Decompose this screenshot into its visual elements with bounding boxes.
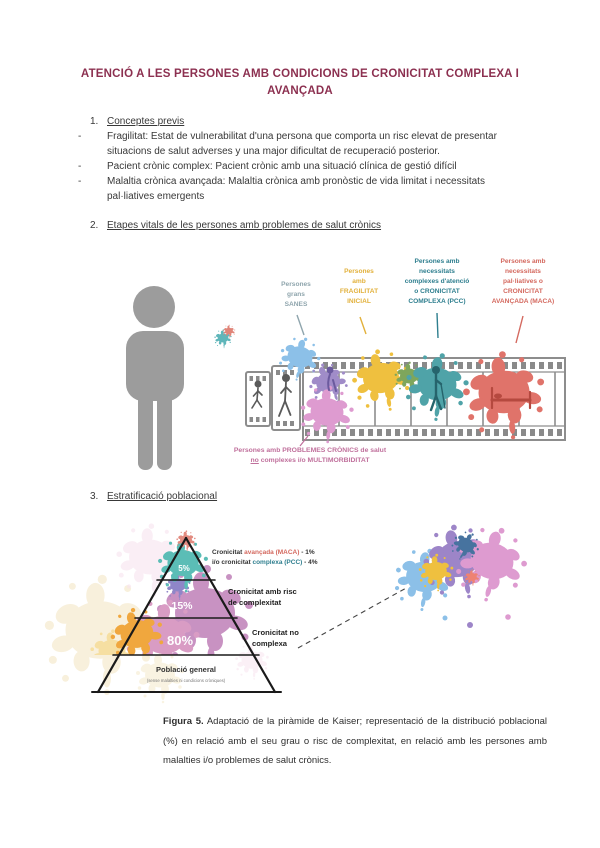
- figure-caption: Figura 5. Adaptació de la piràmide de Ka…: [163, 712, 547, 771]
- bullet-marker: -: [78, 131, 82, 142]
- bullet-marker: -: [78, 176, 82, 187]
- base-sublabel: (sense malalties ni condicions cròniques…: [147, 678, 226, 683]
- bullet-fragilitat: - Fragilitat: Estat de vulnerabilitat d'…: [72, 129, 600, 159]
- bullet-text: Fragilitat: Estat de vulnerabilitat d'un…: [107, 131, 497, 157]
- pyramid-top-label: Cronicitat avançada (MACA) - 1% i/o cron…: [212, 549, 318, 566]
- page-title: ATENCIÓ A LES PERSONES AMB CONDICIONS DE…: [0, 66, 600, 100]
- bullet-pacient-cronic: - Pacient crònic complex: Pacient crònic…: [72, 159, 600, 174]
- stages-figure: Persones grans SANES Persones amb FRAGIL…: [0, 250, 600, 485]
- pyramid-figure: 5% 15% 80% Població general (sense malal…: [0, 505, 600, 705]
- list-item-3: 3. Estratificació poblacional: [90, 489, 600, 504]
- section-heading-estratificacio: Estratificació poblacional: [107, 491, 218, 502]
- pyramid-noncomplex-label: Cronicitat no complexa: [252, 628, 299, 648]
- walking-adult-icon: [278, 374, 292, 417]
- cluster-drip-blue: [442, 615, 448, 621]
- list-item-2: 2. Etapes vitals de les persones amb pro…: [90, 218, 600, 233]
- base-label: Població general: [156, 665, 216, 674]
- figure-caption-text: Adaptació de la piràmide de Kaiser; repr…: [163, 716, 547, 766]
- pointer-line-fragilitat: [359, 316, 367, 335]
- concepts-list: 1. Conceptes previs - Fragilitat: Estat …: [0, 114, 600, 233]
- bullet-text: Pacient crònic complex: Pacient crònic a…: [107, 161, 457, 172]
- pointer-line-sanes: [296, 314, 305, 336]
- stage-label-pcc: Persones amb necessitats complexes d'ate…: [404, 258, 470, 305]
- person-with-cane-icon: [429, 366, 446, 412]
- section-heading-etapes: Etapes vitals de les persones amb proble…: [107, 220, 382, 231]
- pct-base: 80%: [167, 633, 193, 648]
- patient-bed-icon: [490, 386, 532, 410]
- page-title-line1: ATENCIÓ A LES PERSONES AMB CONDICIONS DE…: [80, 68, 520, 80]
- stage-label-maca: Persones amb necessitats pal·liatives o …: [491, 258, 555, 305]
- list-item-1: 1. Conceptes previs: [90, 114, 600, 129]
- section-heading-conceptes: Conceptes previs: [107, 116, 185, 127]
- pyramid-illustration: 5% 15% 80% Població general (sense malal…: [44, 518, 535, 704]
- cluster-drip-pink: [505, 614, 511, 620]
- pointer-line-pcc: [436, 312, 439, 339]
- cluster-drip-purple: [467, 622, 473, 628]
- pointer-line-maca: [515, 315, 524, 344]
- stage-label-fragilitat: Persones amb FRAGILITAT INICIAL: [339, 268, 379, 305]
- pointer-line-problemes: [299, 435, 309, 447]
- chronic-problems-caption: Persones amb PROBLEMES CRÒNICS de salut …: [233, 447, 387, 464]
- bullet-marker: -: [78, 161, 82, 172]
- stages-illustration: [126, 286, 566, 470]
- bullet-text: Malaltia crònica avançada: Malaltia cròn…: [107, 176, 485, 202]
- list-number: 1.: [90, 116, 99, 127]
- walking-child-icon: [251, 380, 263, 409]
- pct-top: 5%: [178, 564, 190, 573]
- bullet-malaltia-avancada: - Malaltia crònica avançada: Malaltia cr…: [72, 174, 600, 204]
- list-number: 2.: [90, 220, 99, 231]
- person-silhouette-icon: [126, 286, 184, 470]
- pyramid-outline: [91, 536, 282, 694]
- section-3: 3. Estratificació poblacional: [0, 489, 600, 504]
- stage-label-sanes: Persones grans SANES: [281, 281, 311, 308]
- list-number: 3.: [90, 491, 99, 502]
- hunched-person-icon: [326, 366, 337, 392]
- pct-mid: 15%: [171, 600, 193, 612]
- cluster-splat-pink-icon: [448, 518, 535, 610]
- pyramid-risk-label: Cronicitat amb risc de complexitat: [228, 587, 297, 607]
- page-title-line2: AVANÇADA: [267, 85, 333, 97]
- figure-caption-number: Figura 5.: [163, 716, 204, 727]
- dashed-connector-line: [297, 586, 409, 649]
